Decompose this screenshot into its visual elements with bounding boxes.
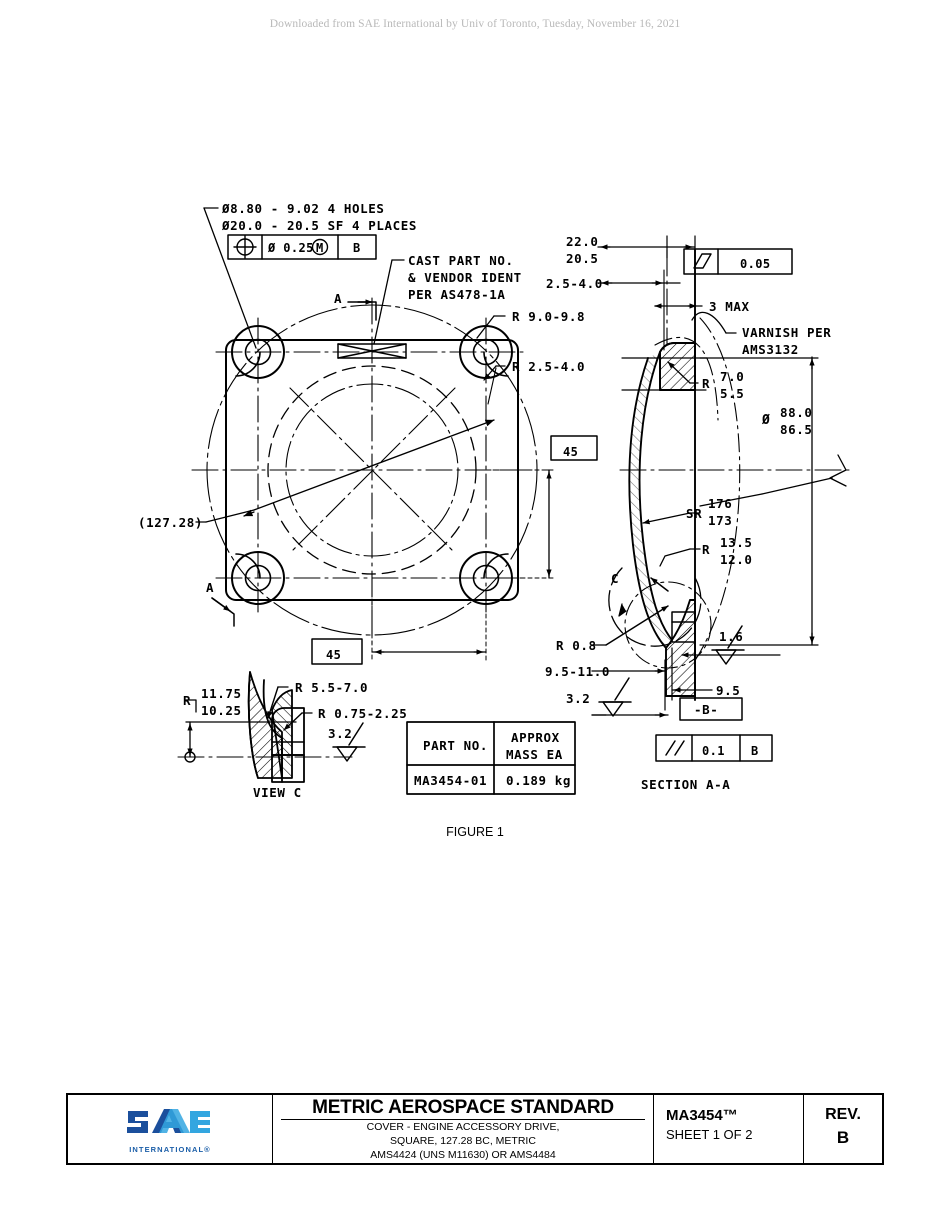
mass-table-header-mass-2: MASS EA bbox=[506, 747, 563, 762]
view-c-title: VIEW C bbox=[253, 785, 302, 800]
radius-r-label: R bbox=[702, 376, 710, 391]
mmc-modifier: M bbox=[316, 241, 324, 255]
figure-caption: FIGURE 1 bbox=[446, 825, 504, 839]
dim-22-0: 22.0 bbox=[566, 234, 599, 249]
revision-cell: REV. B bbox=[804, 1095, 882, 1163]
sheet-number: SHEET 1 OF 2 bbox=[666, 1127, 753, 1142]
view-c-r-label: R bbox=[183, 693, 191, 708]
hole-note-2: Ø20.0 - 20.5 SF 4 PLACES bbox=[221, 218, 417, 233]
section-mark-bottom: A bbox=[206, 580, 214, 595]
diameter-symbol: Ø bbox=[761, 413, 770, 428]
drawing-canvas: Ø8.80 - 9.02 4 HOLES Ø20.0 - 20.5 SF 4 P… bbox=[138, 201, 853, 839]
section-mark-top: A bbox=[334, 291, 342, 306]
sae-logo bbox=[127, 1108, 210, 1133]
drawing-text: Ø8.80 - 9.02 4 HOLES Ø20.0 - 20.5 SF 4 P… bbox=[138, 201, 831, 800]
revision-label: REV. bbox=[825, 1106, 861, 1123]
surface-1-6: 1.6 bbox=[719, 629, 743, 644]
radius-5-5: 5.5 bbox=[720, 386, 744, 401]
fillet-radius-note: R 2.5-4.0 bbox=[512, 359, 585, 374]
sr-label: SR bbox=[686, 506, 702, 521]
basic-dim-horizontal: 45 bbox=[326, 648, 341, 662]
view-c-geometry bbox=[177, 671, 366, 783]
flatness-tolerance-value: 0.05 bbox=[740, 257, 771, 271]
sae-logo-subtext: INTERNATIONAL® bbox=[129, 1144, 211, 1154]
dim-20-5: 20.5 bbox=[566, 251, 599, 266]
description-line-2: SQUARE, 127.28 BC, METRIC bbox=[390, 1135, 536, 1148]
radius-12-0: 12.0 bbox=[720, 552, 753, 567]
section-aa-geometry bbox=[591, 235, 853, 762]
view-c-r-0-75-2-25: R 0.75-2.25 bbox=[318, 706, 407, 721]
dim-9-5-11-0: 9.5-11.0 bbox=[545, 664, 610, 679]
revision-value: B bbox=[836, 1128, 850, 1147]
radius-7-0: 7.0 bbox=[720, 369, 744, 384]
standard-type: METRIC AEROSPACE STANDARD bbox=[312, 1097, 614, 1118]
section-aa-title: SECTION A-A bbox=[641, 777, 730, 792]
sae-logo-cell: INTERNATIONAL® bbox=[68, 1095, 273, 1163]
position-tolerance-value: Ø 0.25 bbox=[267, 241, 314, 255]
view-c-r-5-5-7-0: R 5.5-7.0 bbox=[295, 680, 368, 695]
sr-173: 173 bbox=[708, 513, 732, 528]
mass-table-header-mass-1: APPROX bbox=[511, 730, 560, 745]
mass-table-row-mass: 0.189 kg bbox=[506, 773, 571, 788]
radius-13-5: 13.5 bbox=[720, 535, 753, 550]
cast-note-1: CAST PART NO. bbox=[408, 253, 514, 268]
hole-note-1: Ø8.80 - 9.02 4 HOLES bbox=[221, 201, 385, 216]
download-notice: Downloaded from SAE International by Uni… bbox=[269, 18, 681, 30]
varnish-note-2: AMS3132 bbox=[742, 342, 799, 357]
view-c-r-10-25: 10.25 bbox=[201, 703, 242, 718]
title-block: INTERNATIONAL® METRIC AEROSPACE STANDARD… bbox=[66, 1093, 884, 1165]
position-datum: B bbox=[353, 241, 361, 255]
title-block-description-cell: METRIC AEROSPACE STANDARD COVER - ENGINE… bbox=[273, 1095, 654, 1163]
description-line-1: COVER - ENGINE ACCESSORY DRIVE, bbox=[366, 1121, 560, 1134]
sr-176: 176 bbox=[708, 496, 732, 511]
document-number: MA3454™ bbox=[666, 1107, 738, 1124]
view-c-r-11-75: 11.75 bbox=[201, 686, 242, 701]
engineering-drawing: Ø8.80 - 9.02 4 HOLES Ø20.0 - 20.5 SF 4 P… bbox=[138, 201, 853, 839]
parallelism-tolerance-value: 0.1 bbox=[702, 744, 725, 758]
varnish-note-1: VARNISH PER bbox=[742, 325, 831, 340]
view-c-surface-3-2: 3.2 bbox=[328, 726, 352, 741]
mass-table-row-part: MA3454-01 bbox=[414, 773, 487, 788]
datum-b-label: -B- bbox=[694, 702, 718, 717]
mass-table-header-part: PART NO. bbox=[423, 738, 488, 753]
document-number-cell: MA3454™ SHEET 1 OF 2 bbox=[654, 1095, 804, 1163]
detail-c-mark: C bbox=[611, 571, 619, 586]
dim-2-5-4-0: 2.5-4.0 bbox=[546, 276, 603, 291]
surface-3-2-section: 3.2 bbox=[566, 691, 590, 706]
dim-9-5: 9.5 bbox=[716, 683, 740, 698]
parallelism-datum: B bbox=[751, 744, 759, 758]
diameter-88-0: 88.0 bbox=[780, 405, 813, 420]
corner-radius-note: R 9.0-9.8 bbox=[512, 309, 585, 324]
basic-dim-vertical: 45 bbox=[563, 445, 578, 459]
bolt-circle-note: (127.28) bbox=[138, 515, 203, 530]
cast-note-2: & VENDOR IDENT bbox=[408, 270, 522, 285]
diameter-86-5: 86.5 bbox=[780, 422, 813, 437]
mass-table-geometry bbox=[406, 721, 576, 795]
radius-0-8: R 0.8 bbox=[556, 638, 597, 653]
dim-3-max: 3 MAX bbox=[709, 299, 750, 314]
description-line-3: AMS4424 (UNS M11630) OR AMS4484 bbox=[370, 1149, 556, 1162]
plan-view-geometry bbox=[191, 207, 598, 665]
radius2-label: R bbox=[702, 542, 710, 557]
cast-note-3: PER AS478-1A bbox=[408, 287, 506, 302]
standard-description: COVER - ENGINE ACCESSORY DRIVE, SQUARE, … bbox=[367, 1121, 560, 1163]
